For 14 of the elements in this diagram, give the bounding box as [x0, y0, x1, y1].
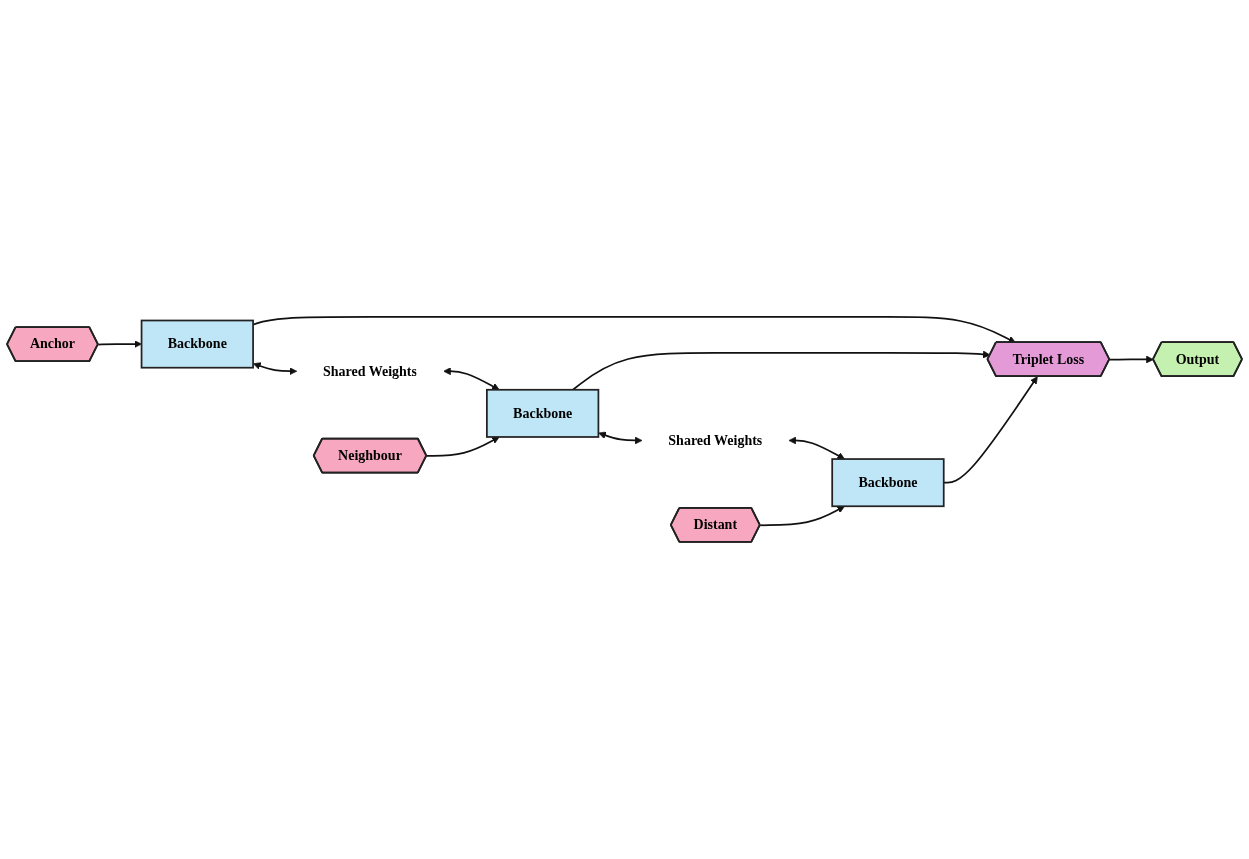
node-box: Backbone	[140, 319, 254, 369]
node-text: Shared Weights	[668, 432, 763, 448]
arrow	[253, 362, 298, 376]
arrow	[1108, 355, 1154, 364]
arrow	[97, 340, 142, 348]
arrow	[443, 367, 500, 391]
arrow	[572, 350, 991, 391]
arrow	[759, 505, 845, 527]
node-box: Backbone	[486, 388, 600, 438]
node-text: Shared Weights	[323, 363, 417, 379]
arrow	[598, 431, 643, 445]
arrow	[788, 436, 845, 460]
arrow	[425, 436, 500, 457]
node-box: Backbone	[831, 458, 945, 508]
